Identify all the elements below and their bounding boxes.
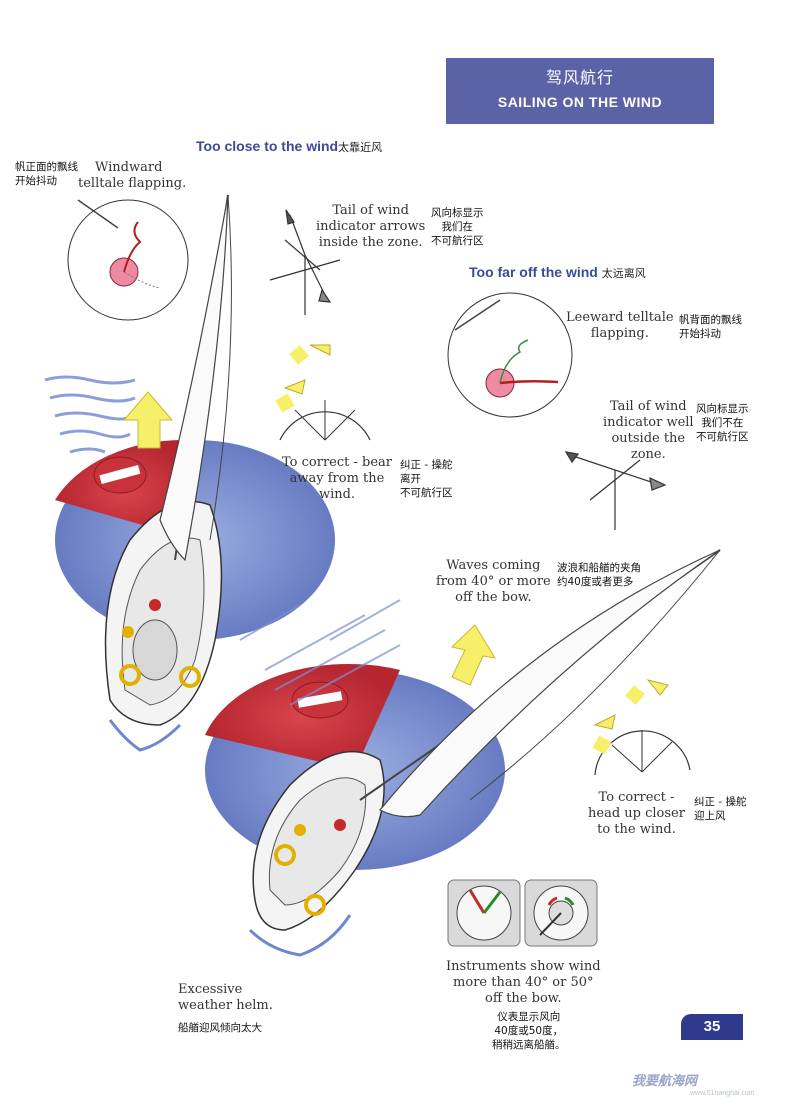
helm-en-line2: weather helm. — [178, 998, 273, 1013]
helm-diagram-close — [275, 344, 371, 441]
instr-cn-line2: 40度或50度， — [494, 1025, 564, 1037]
tail-caption-close-en: Tail of wind indicator arrows inside the… — [316, 203, 425, 251]
tail-caption-close-cn: 风向标显示 我们在 不可航行区 — [431, 206, 484, 248]
leeward-caption-cn: 帆背面的飘线 开始抖动 — [679, 313, 742, 341]
instr-en-line2: more than 40° or 50° — [453, 975, 594, 990]
boat-far — [248, 549, 721, 957]
correct-close-cn-line1: 纠正 - 操舵 — [400, 459, 453, 471]
wind-indicator-far — [564, 451, 667, 530]
instrument-caption-cn: 仪表显示风向 40度或50度， 稍稍远离船艏。 — [492, 1010, 566, 1052]
leeward-cn-line1: 帆背面的飘线 — [679, 314, 742, 326]
wind-arrow-yellow-far — [450, 624, 496, 686]
section-title-close: Too close to the wind太靠近风 — [196, 138, 382, 155]
telltale-circle-leeward — [447, 292, 573, 418]
leeward-en-line1: Leeward telltale — [566, 310, 674, 325]
tail-far-en-line1: Tail of wind — [609, 399, 687, 414]
wind-indicator-close — [269, 209, 341, 315]
windward-caption-cn: 帆正面的飘线 开始抖动 — [15, 160, 78, 188]
tail-caption-far-cn: 风向标显示 我们不在 不可航行区 — [696, 402, 749, 444]
section-title-close-cn: 太靠近风 — [338, 141, 383, 154]
windward-cn-line1: 帆正面的飘线 — [15, 161, 78, 173]
helm-en-line1: Excessive — [178, 982, 243, 997]
tail-close-cn-line3: 不可航行区 — [431, 235, 484, 247]
tail-close-cn-line2: 我们在 — [441, 221, 474, 233]
watermark-url: www.51hanghai.com — [690, 1090, 755, 1097]
header-banner: 驾风航行 SAILING ON THE WIND — [446, 58, 714, 124]
waves-cn-line2: 约40度或者更多 — [557, 576, 634, 588]
correct-caption-close-cn: 纠正 - 操舵 离开 不可航行区 — [400, 458, 453, 500]
tail-close-en-line2: indicator arrows — [316, 219, 426, 234]
correct-close-en-line2: away from the — [289, 471, 385, 486]
windward-caption-en: Windward telltale flapping. — [78, 160, 186, 192]
no-entry-icon-far — [291, 681, 349, 719]
tail-far-cn-line1: 风向标显示 — [696, 403, 749, 415]
correct-close-en-line3: wind. — [318, 487, 356, 502]
telltale-circle-windward — [67, 199, 189, 321]
tail-close-en-line3: inside the zone. — [318, 235, 423, 250]
correct-caption-far-en: To correct - head up closer to the wind. — [588, 790, 685, 838]
correct-far-en-line3: to the wind. — [597, 822, 676, 837]
tail-close-cn-line1: 风向标显示 — [431, 207, 484, 219]
leeward-caption-en: Leeward telltale flapping. — [566, 310, 674, 342]
correct-far-en-line2: head up closer — [588, 806, 685, 821]
waves-en-line1: Waves coming — [446, 558, 541, 573]
waves-en-line3: off the bow. — [455, 590, 532, 605]
waves-en-line2: from 40° or more — [436, 574, 551, 589]
instrument-caption-en: Instruments show wind more than 40° or 5… — [446, 959, 601, 1007]
correct-far-en-line1: To correct - — [598, 790, 675, 805]
boat-close — [104, 194, 232, 752]
correct-far-cn-line1: 纠正 - 操舵 — [694, 796, 747, 808]
no-entry-icon — [93, 456, 147, 494]
watermark-logo: 我要航海网 — [632, 1073, 698, 1088]
tail-far-en-line2: indicator well — [603, 415, 694, 430]
correct-close-en-line1: To correct - bear — [282, 455, 392, 470]
correct-far-cn-line2: 迎上风 — [694, 810, 726, 822]
windward-cn-line2: 开始抖动 — [15, 175, 57, 187]
waves-far — [239, 599, 401, 706]
helm-diagram-far — [592, 679, 691, 776]
instrument-gauges — [447, 879, 598, 947]
instr-en-line3: off the bow. — [485, 991, 562, 1006]
tail-far-cn-line2: 我们不在 — [701, 417, 744, 429]
section-title-far: Too far off the wind 太远离风 — [469, 264, 646, 281]
tail-far-en-line3: outside the — [611, 431, 686, 446]
tail-far-cn-line3: 不可航行区 — [696, 431, 749, 443]
correct-caption-far-cn: 纠正 - 操舵 迎上风 — [694, 795, 746, 823]
tail-caption-far-en: Tail of wind indicator well outside the … — [603, 399, 694, 463]
instr-cn-line1: 仪表显示风向 — [497, 1011, 561, 1023]
section-title-close-en: Too close to the wind — [196, 138, 339, 154]
helm-caption-cn: 船艏迎风倾向太大 — [178, 1022, 262, 1034]
helm-caption-en: Excessive weather helm. — [178, 982, 273, 1014]
waves-close — [44, 375, 136, 454]
page-number: 35 — [681, 1014, 743, 1040]
header-title-en: SAILING ON THE WIND — [497, 94, 663, 110]
section-title-far-cn: 太远离风 — [601, 267, 646, 280]
waves-caption-en: Waves coming from 40° or more off the bo… — [436, 558, 551, 606]
tail-far-en-line4: zone. — [630, 447, 666, 462]
windward-en-line1: Windward — [95, 160, 163, 175]
windward-en-line2: telltale flapping. — [78, 176, 187, 191]
wind-arrow-yellow-close — [122, 391, 174, 449]
waves-cn-line1: 波浪和船艏的夹角 — [557, 562, 641, 574]
waves-caption-cn: 波浪和船艏的夹角 约40度或者更多 — [557, 561, 641, 589]
correct-close-cn-line2: 离开 — [400, 473, 421, 485]
header-title-cn: 驾风航行 — [545, 68, 614, 87]
section-title-far-en: Too far off the wind — [469, 264, 598, 280]
leeward-en-line2: flapping. — [590, 326, 649, 341]
leeward-cn-line2: 开始抖动 — [679, 328, 721, 340]
instr-cn-line3: 稍稍远离船艏。 — [492, 1039, 566, 1051]
correct-caption-close-en: To correct - bear away from the wind. — [282, 455, 392, 503]
instr-en-line1: Instruments show wind — [446, 959, 601, 974]
tail-close-en-line1: Tail of wind — [332, 203, 409, 218]
correct-close-cn-line3: 不可航行区 — [400, 487, 453, 499]
